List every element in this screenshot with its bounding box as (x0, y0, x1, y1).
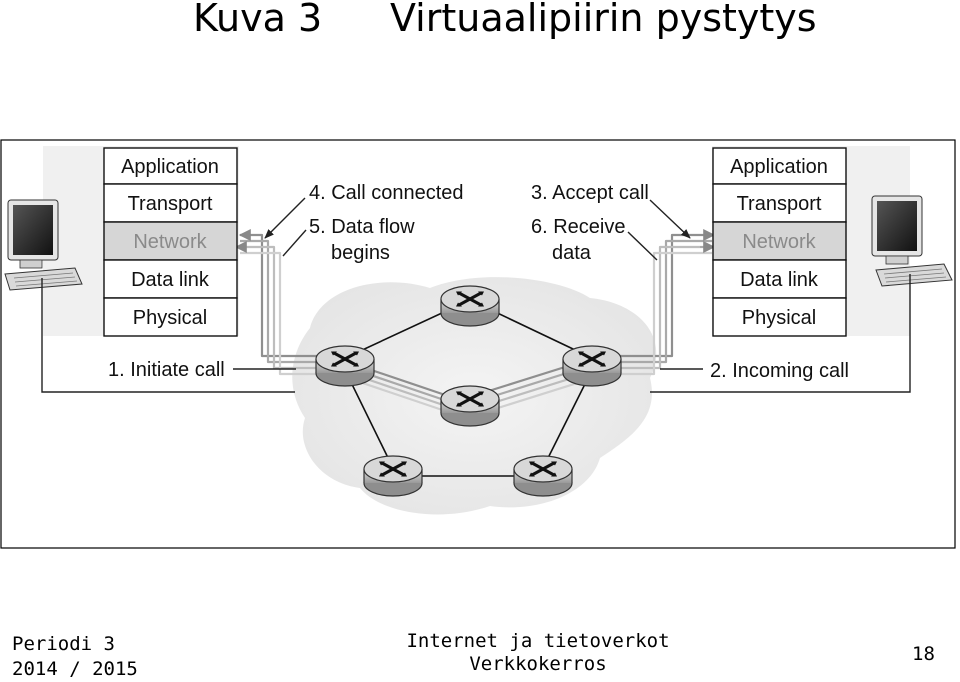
layer-box (103, 183, 238, 223)
layer-box (712, 147, 847, 185)
layer-label-network: Network (742, 231, 816, 253)
left-protocol-stack: Application Transport Network Data link … (103, 147, 238, 337)
footer-course-line1: Internet ja tietoverkot (406, 630, 670, 652)
router-icon (561, 344, 623, 388)
right-protocol-stack: Application Transport Network Data link … (712, 147, 847, 337)
step-initiate-call: 1. Initiate call (108, 359, 225, 381)
layer-box-network (712, 221, 847, 261)
layer-label: Physical (133, 307, 207, 329)
footer-course: Internet ja tietoverkot Verkkokerros (338, 630, 738, 676)
step-data-flow: 5. Data flow (309, 216, 415, 238)
layer-label: Application (121, 156, 219, 178)
footer-course-line2: Verkkokerros (469, 653, 607, 675)
computer-icon (871, 195, 953, 287)
computer-icon (4, 199, 83, 291)
layer-label: Application (730, 156, 828, 178)
router-icon (362, 454, 424, 498)
access-links (41, 274, 911, 393)
router-icon (439, 384, 501, 428)
virtual-circuit-diagram: Application Transport Network Data link … (0, 139, 956, 549)
router-icon (314, 344, 376, 388)
figure-label: Kuva 3 (193, 0, 323, 40)
step-data-flow-cont: begins (331, 242, 390, 264)
layer-box (103, 297, 238, 337)
slide-title: Virtuaalipiirin pystytys (390, 0, 817, 40)
step-call-connected: 4. Call connected (309, 182, 464, 204)
layer-box (712, 297, 847, 337)
step-labels: 4. Call connected 5. Data flow begins 3.… (108, 182, 849, 382)
router-icon (439, 284, 501, 328)
layer-label: Transport (128, 193, 213, 215)
layer-label: Transport (737, 193, 822, 215)
layer-label: Data link (740, 269, 819, 291)
step-accept-call: 3. Accept call (531, 182, 649, 204)
slide-title-bar: Kuva 3 Virtuaalipiirin pystytys (0, 0, 960, 46)
router-icon (512, 454, 574, 498)
annotation-pointers (233, 197, 703, 370)
step-receive-cont: data (552, 242, 592, 264)
footer-period-line1: Periodi 3 (12, 633, 115, 655)
step-receive: 6. Receive (531, 216, 626, 238)
layer-label: Physical (742, 307, 816, 329)
layer-box (712, 259, 847, 299)
step-incoming-call: 2. Incoming call (710, 360, 849, 382)
layer-label-network: Network (133, 231, 207, 253)
layer-label: Data link (131, 269, 210, 291)
page-number: 18 (912, 643, 935, 665)
footer-period: Periodi 3 2014 / 2015 (12, 632, 138, 682)
layer-box (712, 183, 847, 223)
footer-period-line2: 2014 / 2015 (12, 658, 138, 680)
